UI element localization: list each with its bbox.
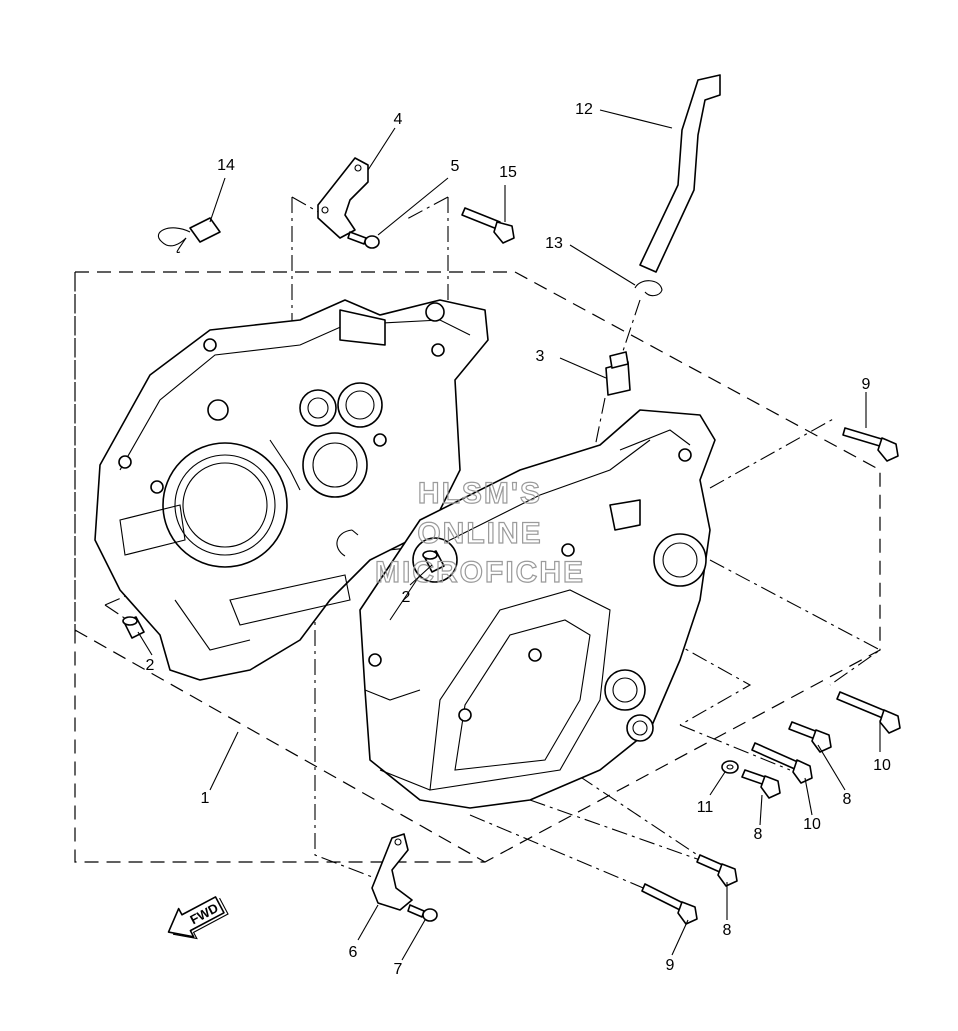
callout-5: 5 [451,158,460,175]
callout-1: 1 [201,790,210,807]
bolt-9-top [842,427,899,462]
callout-8-upper: 8 [843,791,852,808]
bracket-plate-6 [371,833,413,911]
left-crankcase [94,299,489,681]
bolt-10-right [836,691,901,734]
callout-2-left: 2 [146,657,155,674]
watermark-line-1: HLSM'S [418,477,542,510]
screw-7 [407,904,438,922]
bracket-plate-4 [317,157,369,239]
fwd-arrow: FWD [167,896,229,940]
right-crankcase [359,409,716,809]
watermark-line-3: MICROFICHE [375,556,585,589]
callout-10-lower: 10 [803,816,821,833]
c-clip [336,529,359,557]
callout-14: 14 [217,157,235,174]
clip-13 [634,280,663,297]
callout-11: 11 [697,799,714,816]
callout-12: 12 [575,101,593,118]
fitting-3 [605,351,631,396]
callout-6: 6 [349,944,358,961]
callout-7: 7 [394,961,403,978]
callout-2-right: 2 [402,589,411,606]
screw-5 [347,231,380,249]
callout-8-lower: 8 [723,922,732,939]
callout-8-middle: 8 [754,826,763,843]
breather-hose-12 [639,74,721,273]
callout-15: 15 [499,164,517,181]
leader-lines [137,109,881,961]
dowel-pin-right [422,550,445,573]
assembly-boundary [74,271,881,863]
dowel-pin-left [122,616,145,639]
callout-9-top: 9 [862,376,871,393]
callout-3: 3 [536,348,545,365]
callout-9-lower: 9 [666,957,675,974]
callout-10-right: 10 [873,757,891,774]
bolt-8-middle [741,769,781,799]
bolt-10-lower [751,742,813,784]
bolt-8-upper [788,721,832,753]
watermark-line-2: ONLINE [417,517,542,550]
bolt-15 [461,207,515,244]
callouts: 1 2 2 3 4 5 6 7 8 8 8 9 9 10 10 11 12 13… [146,101,891,978]
bolt-9-lower [641,883,698,925]
washer-11 [721,760,739,774]
bolt-8-lower [696,854,738,887]
callout-4: 4 [394,111,403,128]
callout-13: 13 [545,235,563,252]
hose-clip-14 [157,217,221,254]
watermark: HLSM'S ONLINE MICROFICHE [374,476,585,589]
